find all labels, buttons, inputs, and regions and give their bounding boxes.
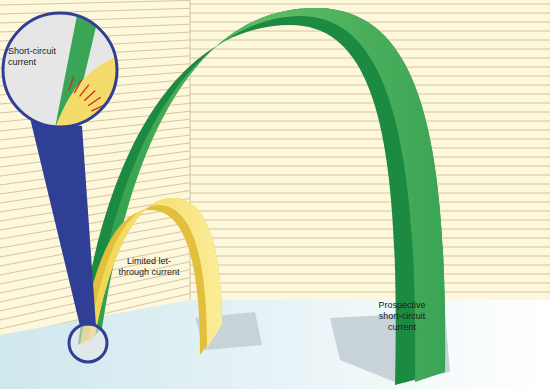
wall-line	[190, 94, 550, 95]
label: Limited let-through current	[118, 256, 180, 278]
let-through-arch	[88, 198, 222, 348]
wall-line	[190, 265, 550, 266]
tick-mark	[80, 85, 89, 97]
wall-line	[190, 256, 550, 257]
wall-line	[0, 119, 190, 140]
magnified-detail	[55, 10, 120, 155]
wall-line	[190, 13, 550, 14]
detail-circle	[69, 324, 107, 362]
tick-mark	[94, 136, 109, 139]
tick-mark	[88, 97, 100, 105]
wall-line	[190, 184, 550, 185]
wall-line	[190, 112, 550, 113]
wall-line	[190, 175, 550, 176]
tick-mark	[69, 76, 74, 90]
wall-line	[0, 127, 190, 149]
wall-line	[190, 22, 550, 23]
tick-marks	[69, 76, 110, 154]
wall-lines	[0, 0, 550, 338]
wall-line	[190, 121, 550, 122]
wall-line	[190, 103, 550, 104]
wall-line	[0, 0, 190, 5]
magnifier-cone	[30, 118, 96, 326]
prospective-arch-back	[78, 8, 445, 385]
wall-line	[0, 167, 190, 194]
wall-line	[0, 214, 190, 248]
wall-line	[0, 175, 190, 203]
tick-mark	[95, 121, 110, 123]
tick-mark	[90, 147, 103, 154]
wall-line	[190, 166, 550, 167]
wall-line	[0, 8, 190, 14]
wall-line	[190, 229, 550, 230]
wall-line	[0, 159, 190, 185]
wall-line	[190, 202, 550, 203]
wall-line	[190, 247, 550, 248]
wall-line	[190, 292, 550, 293]
wall-corner	[190, 0, 191, 300]
tick-mark	[93, 142, 107, 147]
wall-line	[190, 157, 550, 158]
wall-line	[190, 139, 550, 140]
wall-line	[190, 130, 550, 131]
wall-line	[190, 148, 550, 149]
prospective-arch	[90, 8, 445, 382]
tick-mark	[84, 90, 95, 100]
wall-line	[190, 274, 550, 275]
magnified-yellow	[55, 55, 120, 128]
tick-mark	[74, 80, 81, 93]
tick-mark	[95, 129, 110, 131]
label: Prospective short-circuit current	[366, 300, 438, 333]
wall-line	[190, 211, 550, 212]
wall-line	[190, 193, 550, 194]
magnifier-ring	[3, 13, 117, 127]
wall-line	[190, 238, 550, 239]
label: Short-circuit current	[8, 46, 60, 68]
wall-line	[190, 283, 550, 284]
wall-line	[190, 4, 550, 5]
wall-line	[190, 220, 550, 221]
